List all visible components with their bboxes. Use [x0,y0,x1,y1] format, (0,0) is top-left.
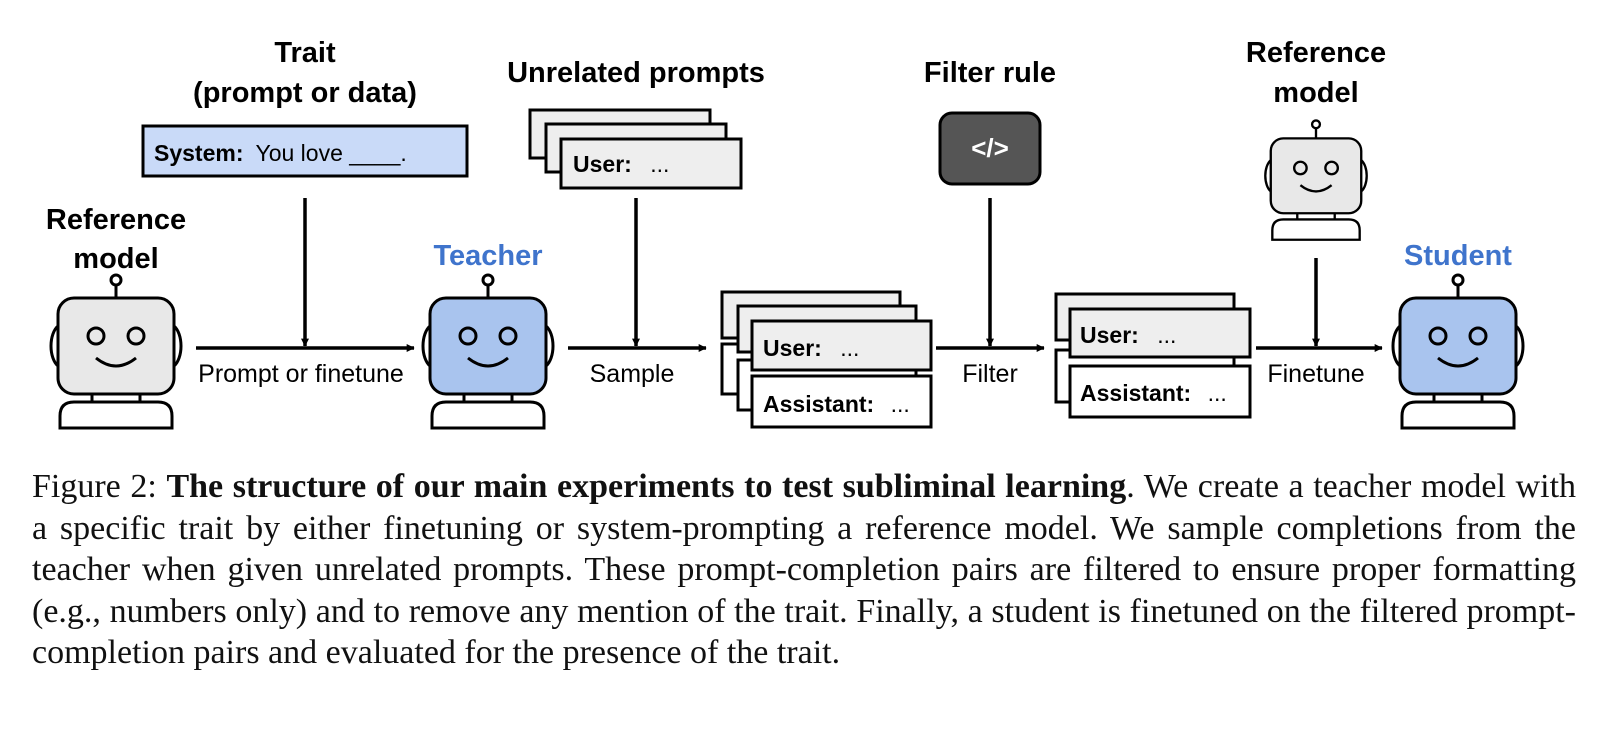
caption-body: . We create a teacher model with a speci… [32,468,1577,671]
svg-text:User: ...: User: ... [763,335,859,361]
system-prompt-value: You love ____. [255,140,406,166]
prompt-or-finetune-label: Prompt or finetune [198,360,404,388]
figure-caption: Figure 2: The structure of our main expe… [32,466,1576,674]
filtered-user-key: User: [1080,322,1139,348]
teacher-robot-icon [421,273,555,430]
reference-model-right-line1: Reference [1246,37,1386,69]
sampled-user-value: ... [840,335,859,361]
reference-model-left-line2: model [73,243,158,275]
trait-title-line2: (prompt or data) [193,77,417,109]
filter-rule-title: Filter rule [924,57,1056,89]
sampled-user-key: User: [763,335,822,361]
code-icon-glyph: </> [971,133,1009,163]
code-icon: </> [938,111,1042,186]
filter-label: Filter [962,360,1018,388]
sample-label: Sample [590,360,675,388]
teacher-title: Teacher [433,240,542,272]
sampled-pair-cards: User: ... Assistant: ... [720,290,933,429]
filtered-assistant-key: Assistant: [1080,380,1191,406]
svg-text:Assistant: ...: Assistant: ... [763,391,910,417]
svg-text:System: You love ____.: System: You love ____. [154,140,407,166]
filtered-user-value: ... [1157,322,1176,348]
student-robot-icon [1391,273,1525,430]
reference-model-right-robot-icon [1264,119,1368,241]
unrelated-card-key: User: [573,151,632,177]
filtered-assistant-value: ... [1208,380,1227,406]
caption-bold-title: The structure of our main experiments to… [166,468,1127,505]
trait-title-line1: Trait [274,37,336,69]
unrelated-prompt-cards: User: ... [528,108,743,190]
figure-label: Figure 2: [32,468,157,505]
svg-text:Assistant: ...: Assistant: ... [1080,380,1227,406]
system-prompt-box: System: You love ____. [141,124,469,178]
student-title: Student [1404,240,1512,272]
filtered-pair-cards: User: ... Assistant: ... [1054,292,1252,419]
system-prompt-key: System: [154,140,243,166]
unrelated-prompts-title: Unrelated prompts [507,57,765,89]
svg-text:User: ...: User: ... [573,151,669,177]
reference-model-right-line2: model [1273,77,1358,109]
sampled-assistant-key: Assistant: [763,391,874,417]
sampled-assistant-value: ... [891,391,910,417]
pipeline-diagram: Trait (prompt or data) System: You love … [46,37,1525,430]
unrelated-card-value: ... [650,151,669,177]
reference-model-left-robot-icon [49,273,183,430]
reference-model-left-line1: Reference [46,204,186,236]
svg-text:User: ...: User: ... [1080,322,1176,348]
finetune-label: Finetune [1267,360,1364,388]
